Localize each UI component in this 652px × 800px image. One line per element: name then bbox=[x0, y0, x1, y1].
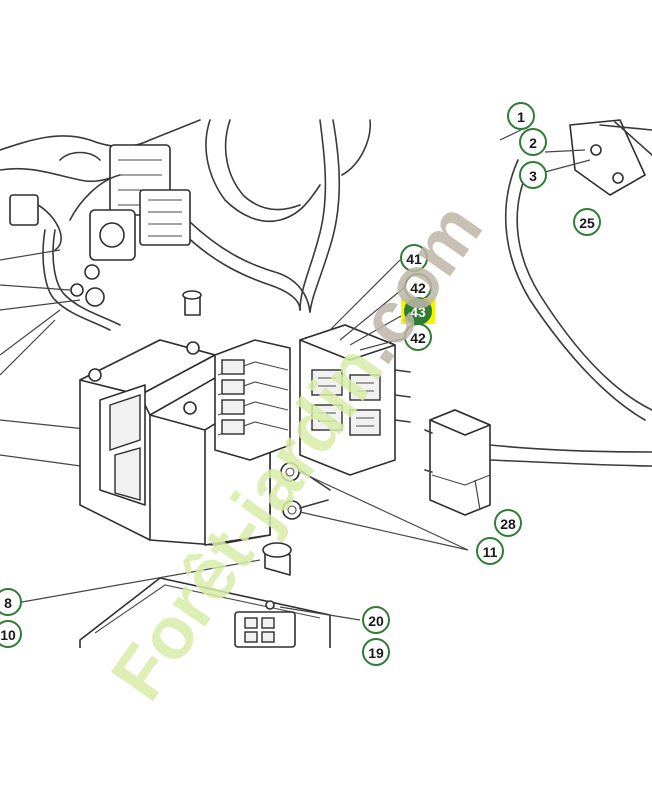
callout-label: 42 bbox=[410, 330, 426, 346]
callout-label: 2 bbox=[529, 135, 537, 151]
technical-drawing bbox=[0, 119, 652, 648]
callout-3: 3 bbox=[519, 161, 547, 189]
callout-11: 11 bbox=[476, 537, 504, 565]
callout-circle bbox=[362, 638, 390, 666]
callout-circle bbox=[0, 588, 22, 616]
callout-label: 10 bbox=[0, 627, 16, 643]
callout-circle bbox=[573, 208, 601, 236]
callout-28: 28 bbox=[494, 509, 522, 537]
callout-42: 42 bbox=[404, 323, 432, 351]
relay-part-28 bbox=[424, 409, 652, 516]
callout-10: 10 bbox=[0, 620, 22, 648]
callout-label: 8 bbox=[4, 595, 12, 611]
callout-41: 41 bbox=[400, 244, 428, 272]
callout-circle bbox=[404, 323, 432, 351]
callout-circle bbox=[362, 606, 390, 634]
callout-circle bbox=[519, 161, 547, 189]
callout-2: 2 bbox=[519, 128, 547, 156]
callout-label: 1 bbox=[517, 109, 525, 125]
callout-label: 41 bbox=[406, 251, 422, 267]
callout-1: 1 bbox=[507, 102, 535, 130]
callout-circle bbox=[519, 128, 547, 156]
callout-label: 43 bbox=[410, 304, 426, 320]
callout-leaders bbox=[21, 129, 591, 621]
callout-20: 20 bbox=[362, 606, 390, 634]
callout-19: 19 bbox=[362, 638, 390, 666]
relay-cluster bbox=[299, 324, 411, 476]
callout-label: 28 bbox=[500, 516, 516, 532]
callout-43-highlighted: 43 bbox=[401, 297, 435, 325]
bolts-part-11 bbox=[280, 462, 331, 520]
callout-circle bbox=[400, 244, 428, 272]
frame-right bbox=[504, 119, 652, 421]
callout-circle bbox=[494, 509, 522, 537]
wiring-harness-cluster bbox=[0, 119, 371, 331]
callout-25: 25 bbox=[573, 208, 601, 236]
callout-42: 42 bbox=[404, 273, 432, 301]
callout-circle bbox=[507, 102, 535, 130]
control-box bbox=[79, 290, 291, 546]
callout-label: 11 bbox=[483, 544, 498, 560]
callout-label: 25 bbox=[579, 215, 595, 231]
callout-label: 42 bbox=[410, 280, 426, 296]
callout-label: 3 bbox=[529, 168, 537, 184]
base-plate bbox=[79, 542, 331, 648]
callout-label: 20 bbox=[368, 613, 384, 629]
callout-circle bbox=[0, 620, 22, 648]
callout-label: 19 bbox=[368, 645, 384, 661]
callout-circle bbox=[476, 537, 504, 565]
callout-8: 8 bbox=[0, 588, 22, 616]
